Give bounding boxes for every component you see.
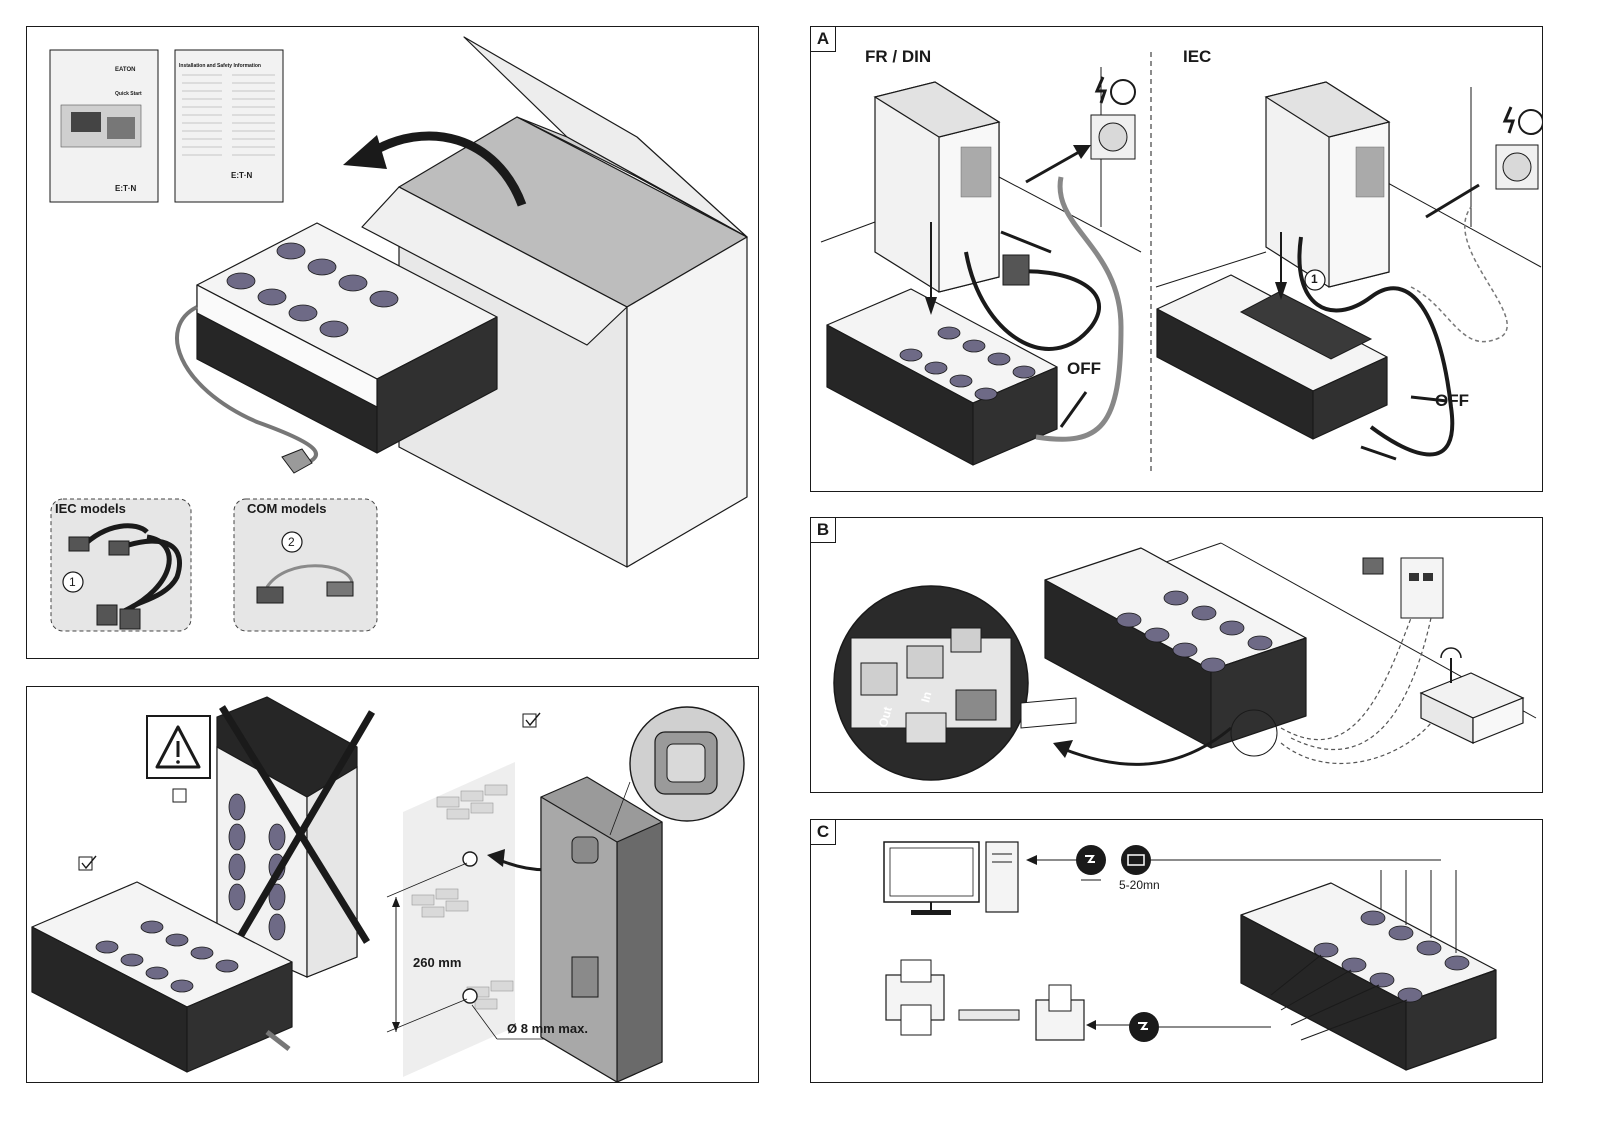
cross-line-1 [219, 705, 370, 944]
off-label-right: OFF [1435, 391, 1469, 410]
screw-size-label: Ø 8 mm max. [507, 1021, 588, 1036]
safety-booklet [174, 49, 284, 203]
iec-callout-number: 1 [69, 575, 76, 589]
network-ups [1044, 547, 1307, 749]
router [1419, 672, 1525, 744]
fr-din-title: FR / DIN [865, 47, 932, 66]
mounting-panel: 260 mm Ø 8 mm max. [26, 686, 759, 1083]
panel-c: C [810, 819, 1543, 1083]
wall-network-jack [1400, 557, 1444, 619]
power-cord [175, 305, 318, 469]
right-unplug-icon [1502, 106, 1542, 135]
left-unplug-icon [1094, 76, 1136, 105]
ups-back-view [540, 776, 663, 1082]
cross-line-2 [233, 710, 376, 944]
panel-a-tag: A [811, 27, 836, 52]
unboxing-panel: EATON Quick Start E:T·N Installation and… [26, 26, 759, 659]
panel-b: B [810, 517, 1543, 793]
ups-outlets [226, 242, 399, 338]
safety-brand: E:T·N [231, 171, 253, 180]
panel-a: A [810, 26, 1543, 492]
quick-start-brand: E:T·N [115, 184, 137, 193]
load-illustration [883, 841, 1497, 1071]
zoom-arrow [1060, 726, 1232, 766]
left-wall-socket [1090, 114, 1136, 160]
usb-port [950, 627, 982, 653]
battery-icon [1121, 845, 1151, 875]
backup-time-label: 5-20mn [1119, 878, 1160, 892]
scanner-icon [958, 1009, 1020, 1021]
wall [403, 762, 515, 1077]
ups-device [196, 222, 498, 454]
horizontal-ups-ok [31, 881, 293, 1073]
upper-screw [462, 851, 478, 867]
in-port [906, 645, 944, 679]
com-models-label: COM models [247, 501, 327, 516]
lower-screw [462, 988, 478, 1004]
phone-icon [1362, 557, 1384, 575]
panel-c-tag: C [811, 820, 836, 845]
network-illustration [833, 542, 1537, 781]
unchecked-box [172, 788, 187, 803]
panel-b-tag: B [811, 518, 836, 543]
left-ups [826, 288, 1058, 466]
iec-callout-1: 1 [1311, 272, 1318, 286]
connection-illustration [820, 52, 1542, 473]
lift-arrow [364, 131, 527, 207]
tower-icon [985, 841, 1019, 913]
safety-title: Installation and Safety Information [179, 63, 261, 69]
iec-title: IEC [1183, 47, 1212, 66]
right-ups [1156, 274, 1388, 440]
quick-start-title: EATON [115, 67, 136, 73]
checked-box-right [522, 713, 537, 728]
out-port [860, 662, 898, 696]
off-label-left: OFF [1067, 359, 1101, 378]
open-box [361, 36, 748, 568]
quick-start-subtitle: Quick Start [115, 91, 142, 97]
mounting-illustration [31, 696, 745, 1082]
checked-box-left [78, 856, 93, 871]
com-callout-number: 2 [288, 535, 295, 549]
load-ups [1240, 882, 1497, 1071]
distance-label: 260 mm [413, 955, 462, 970]
fax-icon [1035, 999, 1085, 1041]
iec-models-label: IEC models [55, 501, 126, 516]
unboxing-illustration [49, 36, 748, 632]
